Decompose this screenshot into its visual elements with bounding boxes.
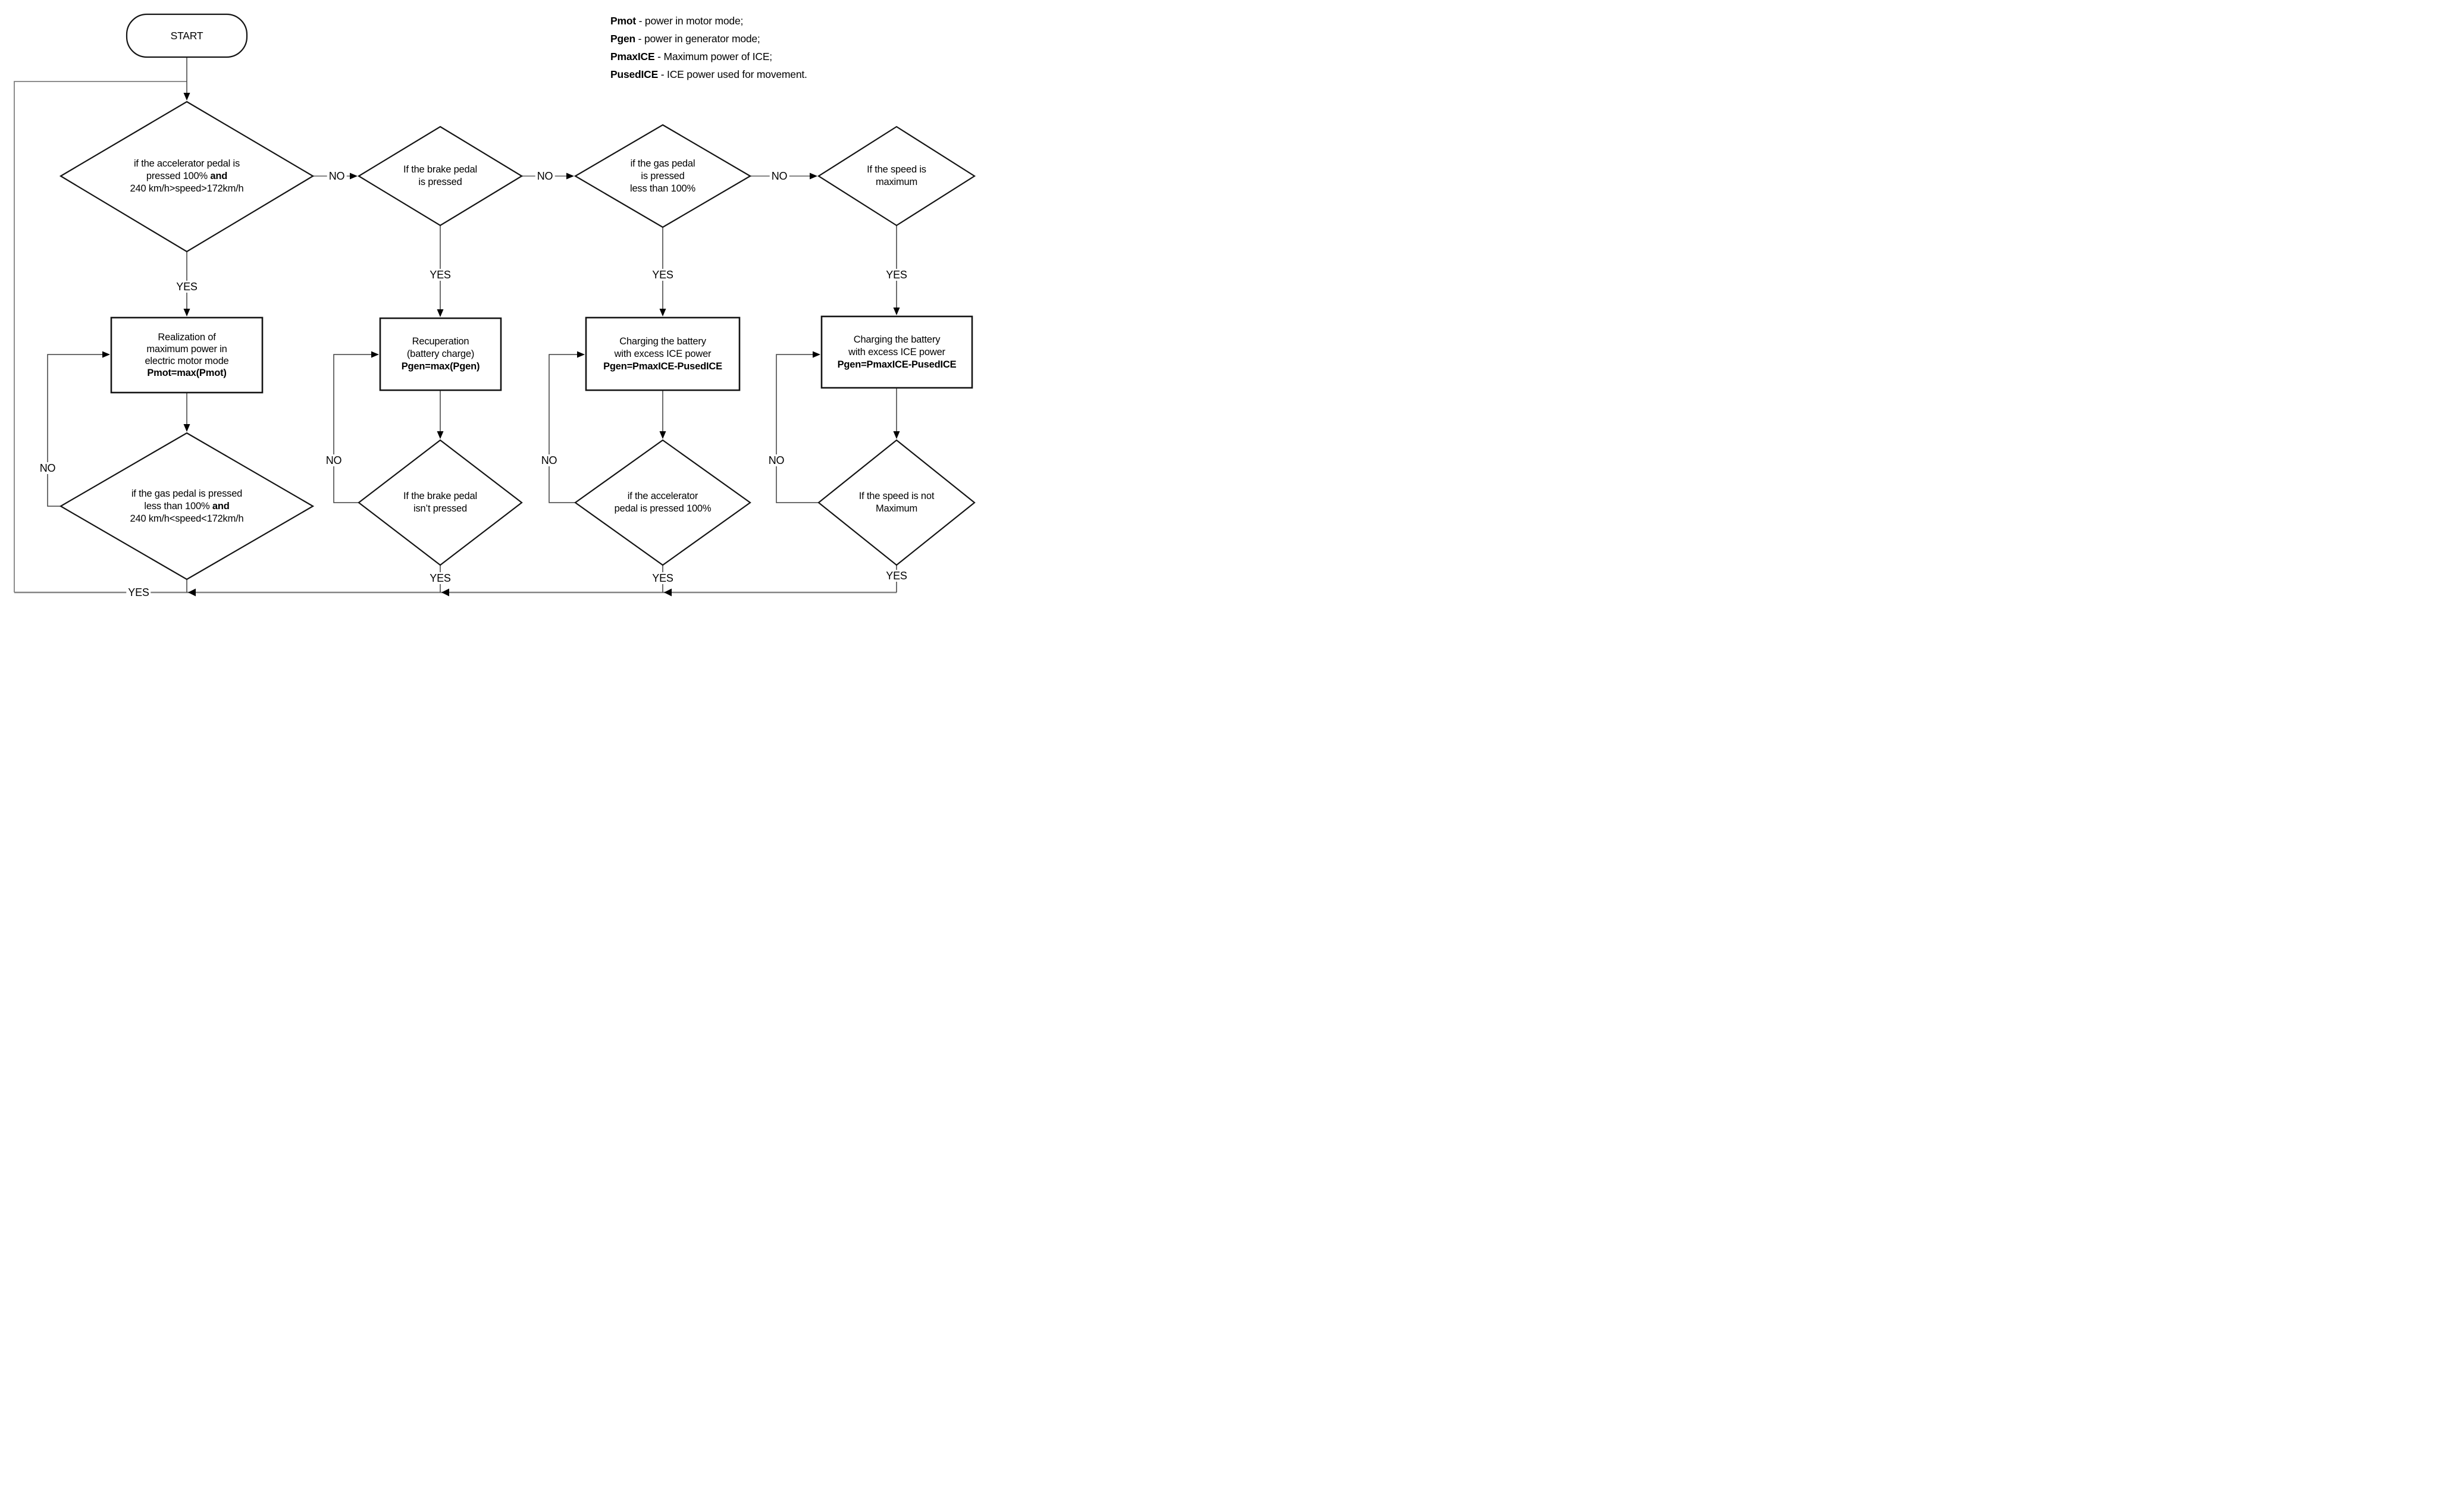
decision-accel-100-speed-shape: [59, 101, 315, 253]
flowchart-canvas: Pmot - power in motor mode; Pgen - power…: [0, 0, 984, 605]
yes-label-col3-bottom: YES: [650, 572, 675, 584]
no-label-loop-col4: NO: [766, 454, 786, 466]
return-loop-left-top-line: [14, 81, 187, 592]
yes-label-col2-bottom: YES: [428, 572, 453, 584]
yes-label-col4-mid: YES: [884, 269, 909, 281]
process-charge-excess-ice-3-shape: [585, 316, 741, 391]
process-recuperation-shape: [379, 317, 502, 391]
no-loop-col3: [549, 354, 584, 503]
no-loop-col1: [47, 354, 109, 507]
no-label-loop-col2: NO: [324, 454, 344, 466]
process-charge-excess-ice-3: Charging the battery with excess ICE pow…: [603, 335, 722, 372]
start-label: START: [170, 29, 203, 42]
no-label-d3-d4: NO: [769, 170, 789, 182]
process-charge-excess-ice-4: Charging the battery with excess ICE pow…: [837, 334, 957, 370]
decision-brake-not-pressed-shape: [358, 439, 523, 566]
legend: Pmot - power in motor mode; Pgen - power…: [610, 12, 890, 83]
decision-brake-pressed: If the brake pedal is pressed: [403, 164, 477, 187]
decision-gas-less-100-speed-shape: [59, 432, 315, 581]
no-label-d1-d2: NO: [327, 170, 347, 182]
process-max-motor-power: Realization of maximum power in electric…: [145, 332, 229, 378]
decision-accel-pressed-100-shape: [574, 439, 751, 566]
decision-speed-not-max: If the speed is not Maximum: [858, 491, 935, 514]
legend-item-pgen: Pgen - power in generator mode;: [610, 33, 760, 45]
arrowheads: [102, 93, 900, 597]
yes-label-col1-bottom: YES: [126, 586, 151, 598]
decision-gas-less-100-speed: if the gas pedal is pressed less than 10…: [130, 488, 244, 524]
process-max-motor-power-shape: [110, 316, 264, 394]
start-node: START: [127, 14, 247, 57]
decision-accel-pressed-100: if the accelerator pedal is pressed 100%: [614, 491, 712, 514]
no-loop-col2: [333, 354, 378, 503]
no-label-loop-col3: NO: [539, 454, 559, 466]
no-label-loop-col1: NO: [37, 462, 58, 474]
decision-speed-not-max-shape: [817, 439, 976, 566]
legend-item-pusedice: PusedICE - ICE power used for movement.: [610, 68, 807, 80]
decision-gas-less-100-shape: [574, 124, 752, 228]
decision-speed-max-shape: [817, 126, 976, 227]
yes-label-col1-mid: YES: [174, 281, 199, 293]
decision-speed-max: If the speed is maximum: [867, 164, 926, 187]
yes-label-col2-mid: YES: [428, 269, 453, 281]
no-label-d2-d3: NO: [535, 170, 555, 182]
decision-brake-pressed-shape: [357, 126, 524, 227]
process-charge-excess-ice-4-shape: [820, 315, 973, 389]
decision-gas-less-100: if the gas pedal is pressed less than 10…: [629, 158, 696, 194]
yes-label-col3-mid: YES: [650, 269, 675, 281]
process-recuperation: Recuperation (battery charge) Pgen=max(P…: [401, 336, 480, 372]
legend-item-pmaxice: PmaxICE - Maximum power of ICE;: [610, 51, 772, 62]
no-loop-col4: [776, 354, 819, 503]
decision-brake-not-pressed: If the brake pedal isn’t pressed: [403, 491, 477, 514]
legend-item-pmot: Pmot - power in motor mode;: [610, 15, 744, 27]
yes-label-col4-bottom: YES: [884, 570, 909, 582]
flowchart-shapes: [14, 13, 976, 597]
start-shape: [126, 13, 248, 58]
decision-accel-100-speed: if the accelerator pedal is pressed 100%…: [130, 158, 244, 194]
